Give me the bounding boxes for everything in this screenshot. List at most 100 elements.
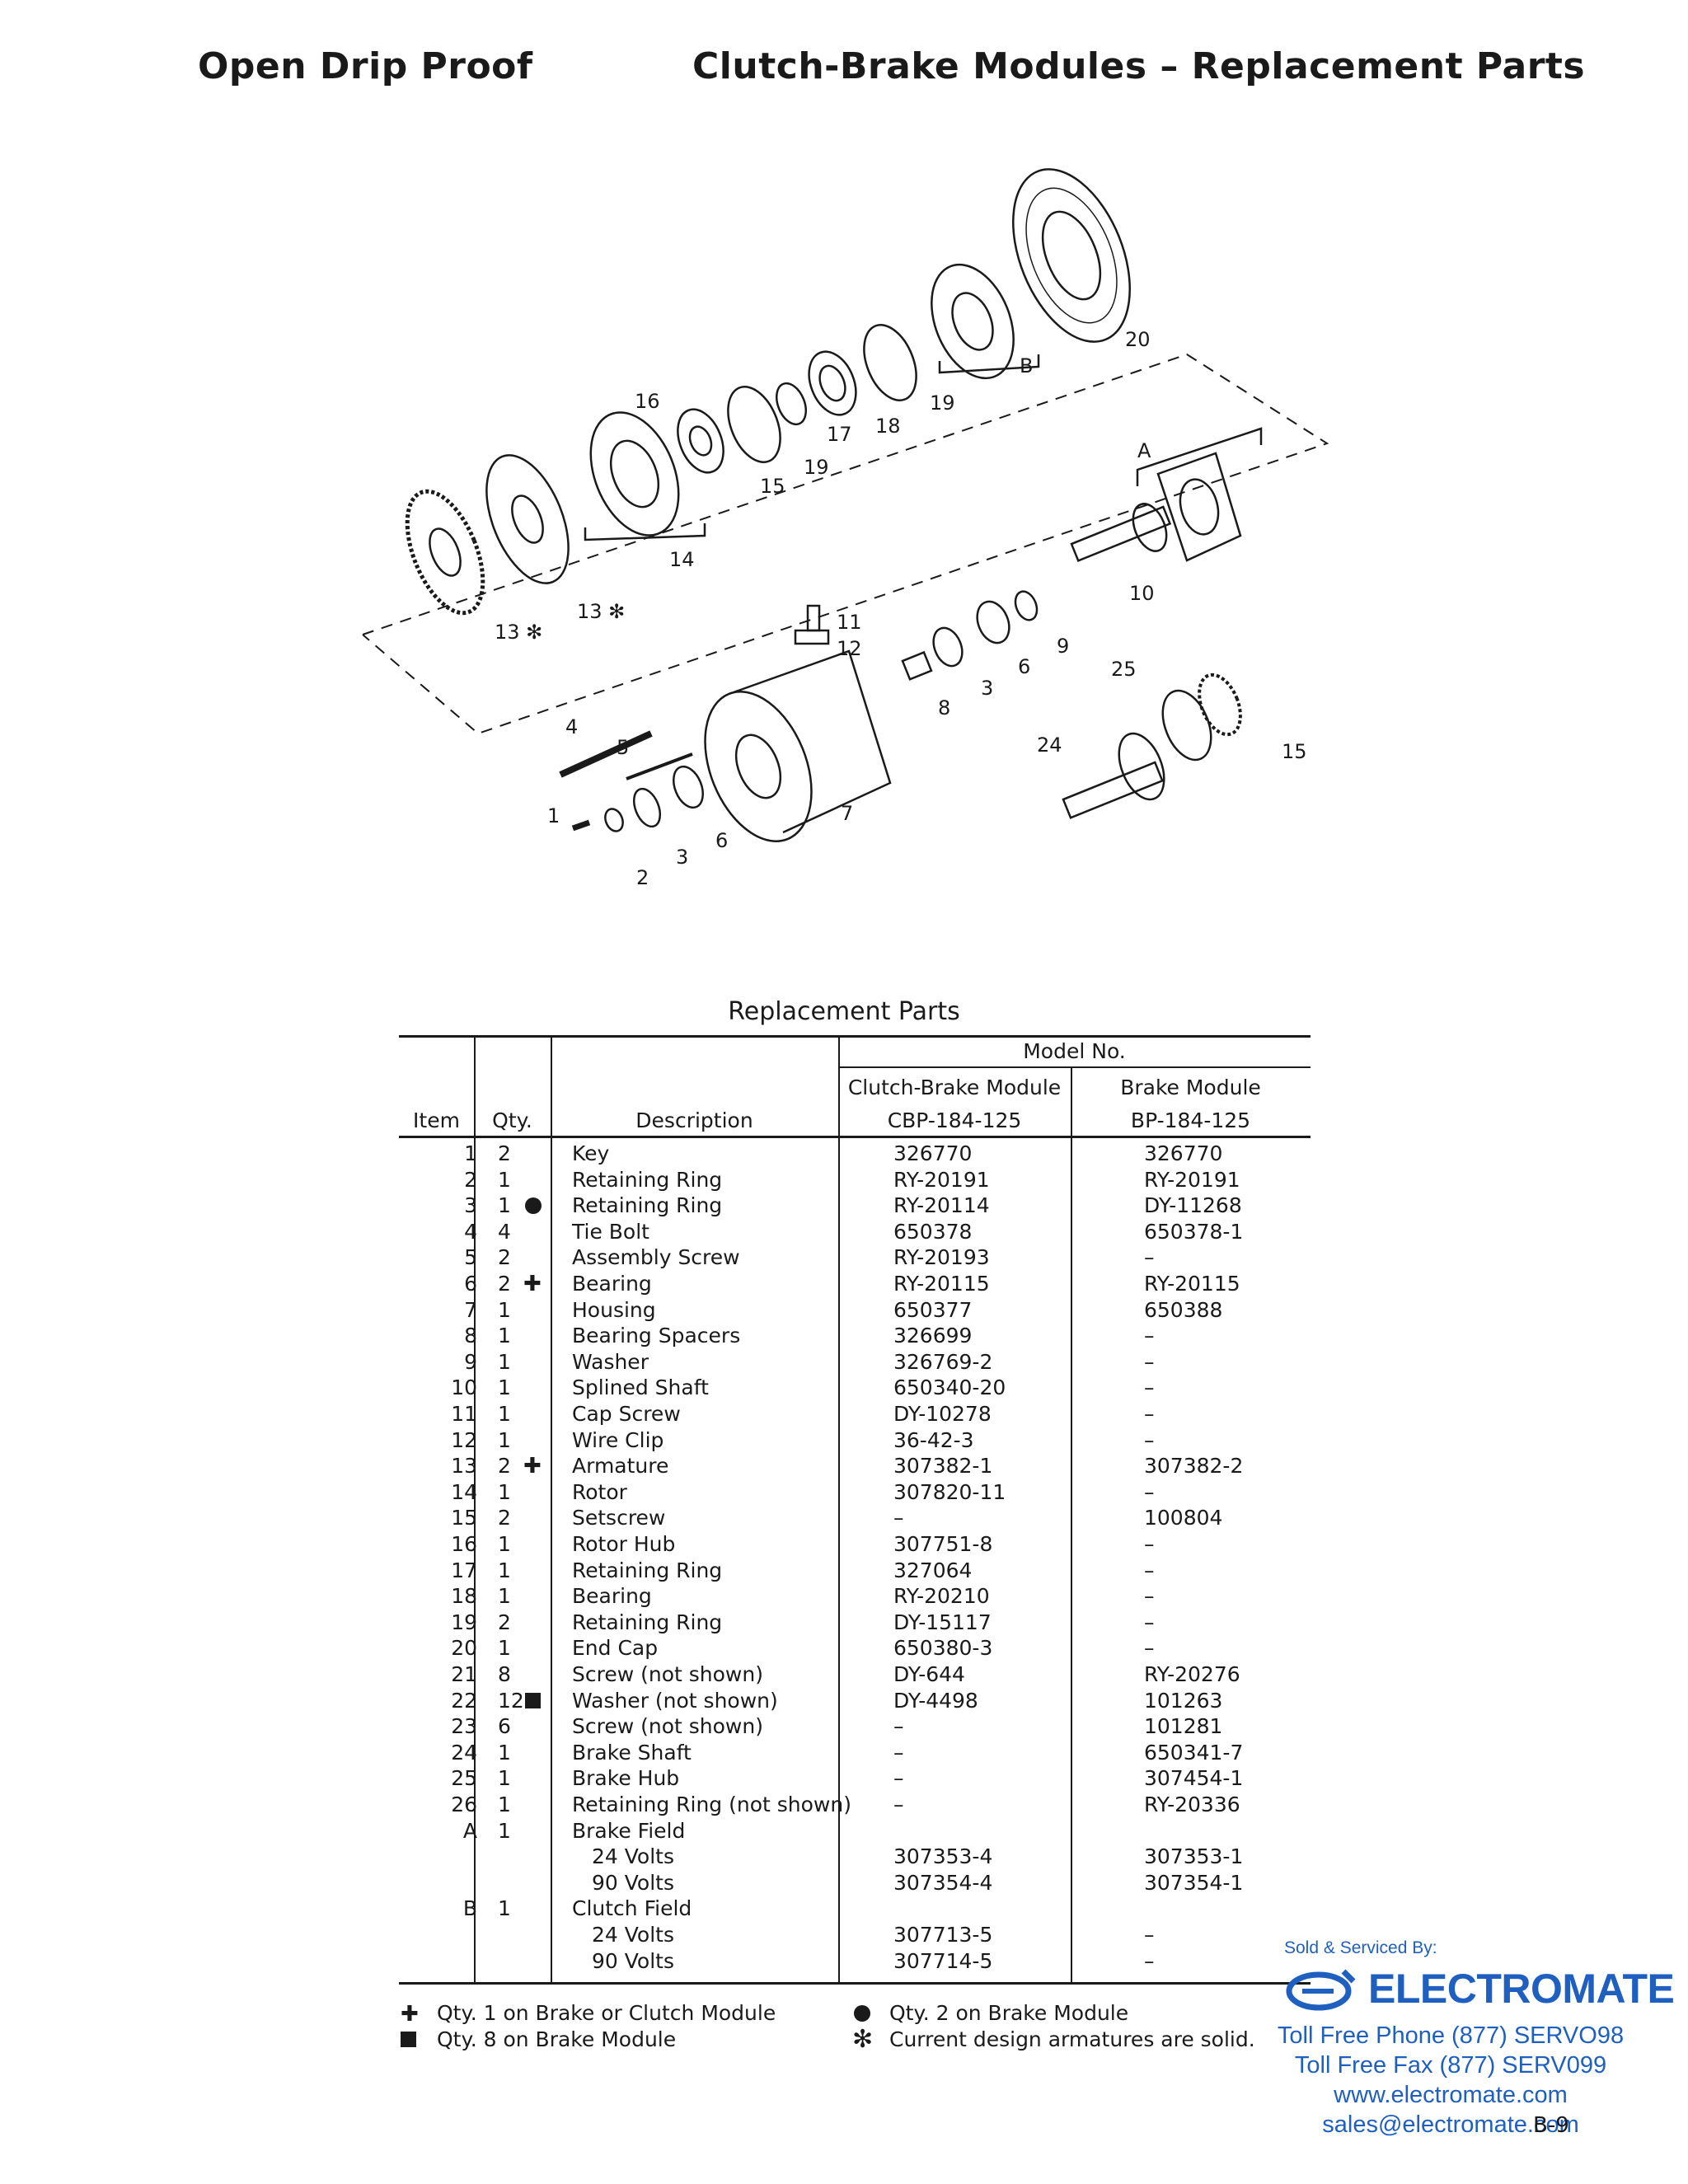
row-qty: 2 <box>498 1141 511 1165</box>
dealer-website-link[interactable]: www.electromate.com <box>1334 2082 1568 2108</box>
row-bm-part: – <box>1144 1636 1155 1661</box>
dealer-block: Sold & Serviced By: ELECTROMATE Toll Fre… <box>1269 1938 1675 2169</box>
row-cb-part: 307353-4 <box>893 1844 993 1869</box>
row-bm-part: RY-20191 <box>1144 1167 1240 1192</box>
diagram-callout: 17 <box>827 423 852 446</box>
dealer-phone: Toll Free Phone (877) SERVO98 <box>1277 2022 1625 2049</box>
row-description: Bearing Spacers <box>572 1324 741 1348</box>
row-item: A <box>462 1818 477 1843</box>
row-bm-part: – <box>1144 1479 1155 1504</box>
rotor-part <box>589 411 680 537</box>
row-cb-part: 326769-2 <box>893 1349 993 1374</box>
splined-shaft-part <box>1070 505 1172 563</box>
row-description: Wire Clip <box>572 1427 664 1452</box>
row-description: 90 Volts <box>592 1948 674 1973</box>
sold-by-label: Sold & Serviced By: <box>1284 1938 1437 1957</box>
row-item: 14 <box>451 1479 477 1504</box>
row-qty: 1 <box>498 1532 511 1556</box>
row-bm-part: 307353-1 <box>1144 1844 1244 1869</box>
row-item: 10 <box>451 1376 477 1400</box>
legend-dot-text: Qty. 2 on Brake Module <box>889 2001 1129 2025</box>
brake-field-part <box>1156 452 1242 562</box>
diagram-callout: 20 <box>1125 328 1151 351</box>
row-qty: 1 <box>498 1376 511 1400</box>
row-qty: 1 <box>498 1167 511 1192</box>
row-description: 90 Volts <box>592 1870 674 1895</box>
page-number: B-9 <box>1533 2113 1569 2138</box>
row-qty: 2 <box>498 1454 511 1479</box>
diagram-callout: 11 <box>837 611 862 634</box>
row-cb-part: 307714-5 <box>893 1948 993 1973</box>
row-item: 18 <box>451 1584 477 1609</box>
row-cb-part: 307354-4 <box>893 1870 993 1895</box>
diagram-callout: 7 <box>841 802 853 825</box>
row-qty: 1 <box>498 1402 511 1426</box>
diagram-callout: A <box>1137 439 1151 462</box>
row-qty: 12 <box>498 1688 524 1713</box>
row-cb-part: RY-20210 <box>893 1584 990 1609</box>
cb-part-header: CBP-184-125 <box>887 1108 1022 1132</box>
row-cb-part: – <box>893 1740 904 1765</box>
row-cb-part: 650378 <box>893 1219 973 1244</box>
row-qty: 6 <box>498 1714 511 1739</box>
row-item: 3 <box>464 1193 477 1218</box>
bm-module-header: Brake Module <box>1120 1076 1261 1099</box>
housing-part <box>704 691 813 842</box>
row-qty: 1 <box>498 1740 511 1765</box>
dealer-email-link[interactable]: sales@electromate.com <box>1322 2111 1579 2138</box>
row-description: Washer <box>572 1349 649 1374</box>
legend-asterisk-text: Current design armatures are solid. <box>889 2027 1255 2051</box>
qty-header: Qty. <box>492 1108 532 1132</box>
row-description: Retaining Ring (not shown) <box>572 1793 851 1816</box>
row-cb-part: 326699 <box>893 1324 973 1348</box>
row-description: Brake Shaft <box>572 1740 692 1765</box>
header-right-title: Clutch-Brake Modules – Replacement Parts <box>692 45 1586 87</box>
row-qty: 2 <box>498 1272 511 1296</box>
col-rule-desc <box>838 1035 840 1984</box>
diagram-callout: 13 ✻ <box>495 621 542 644</box>
row-cb-part: – <box>893 1506 904 1530</box>
dot-marker-icon <box>525 1197 542 1215</box>
row-cb-part: 650340-20 <box>893 1376 1006 1400</box>
bm-part-header: BP-184-125 <box>1130 1108 1251 1132</box>
diagram-callout: 3 <box>981 677 993 700</box>
row-bm-part: – <box>1144 1948 1155 1973</box>
row-bm-part: RY-20115 <box>1144 1272 1240 1296</box>
row-bm-part: 650388 <box>1144 1297 1223 1322</box>
diagram-callout: 3 <box>676 846 688 869</box>
diagram-callout: 24 <box>1037 733 1062 757</box>
row-description: Splined Shaft <box>572 1376 709 1400</box>
row-item: 19 <box>451 1610 477 1634</box>
row-item: 11 <box>451 1402 477 1426</box>
diagram-callout: 2 <box>636 866 649 889</box>
row-cb-part: 650380-3 <box>893 1636 993 1661</box>
row-qty: 1 <box>498 1427 511 1452</box>
square-marker-icon <box>525 1692 541 1708</box>
row-item: 9 <box>464 1349 477 1374</box>
dashed-frame <box>362 353 1329 735</box>
row-item: B <box>462 1896 477 1921</box>
col-rule-item <box>474 1035 476 1984</box>
row-bm-part: 101281 <box>1144 1714 1223 1739</box>
row-description: 24 Volts <box>592 1844 674 1869</box>
diagram-callout: 15 <box>760 475 785 498</box>
row-description: Screw (not shown) <box>572 1662 763 1686</box>
row-description: Setscrew <box>572 1506 666 1530</box>
row-description: Retaining Ring <box>572 1558 723 1582</box>
row-bm-part: 307354-1 <box>1144 1870 1244 1895</box>
row-bm-part: DY-11268 <box>1144 1193 1242 1218</box>
row-cb-part: 327064 <box>893 1558 973 1582</box>
row-qty: 1 <box>498 1793 511 1816</box>
model-no-rule <box>838 1066 1311 1068</box>
row-cb-part: – <box>893 1793 904 1816</box>
row-bm-part: – <box>1144 1558 1155 1582</box>
table-top-rule <box>399 1035 1311 1038</box>
description-header: Description <box>635 1108 753 1132</box>
col-rule-qty <box>551 1035 552 1984</box>
diagram-callout: 6 <box>1018 655 1030 678</box>
table-bottom-rule <box>399 1982 1311 1985</box>
diagram-callout: 13 ✻ <box>577 600 625 623</box>
row-description: Washer (not shown) <box>572 1688 778 1713</box>
row-item: 15 <box>451 1506 477 1530</box>
row-item: 5 <box>464 1245 477 1270</box>
